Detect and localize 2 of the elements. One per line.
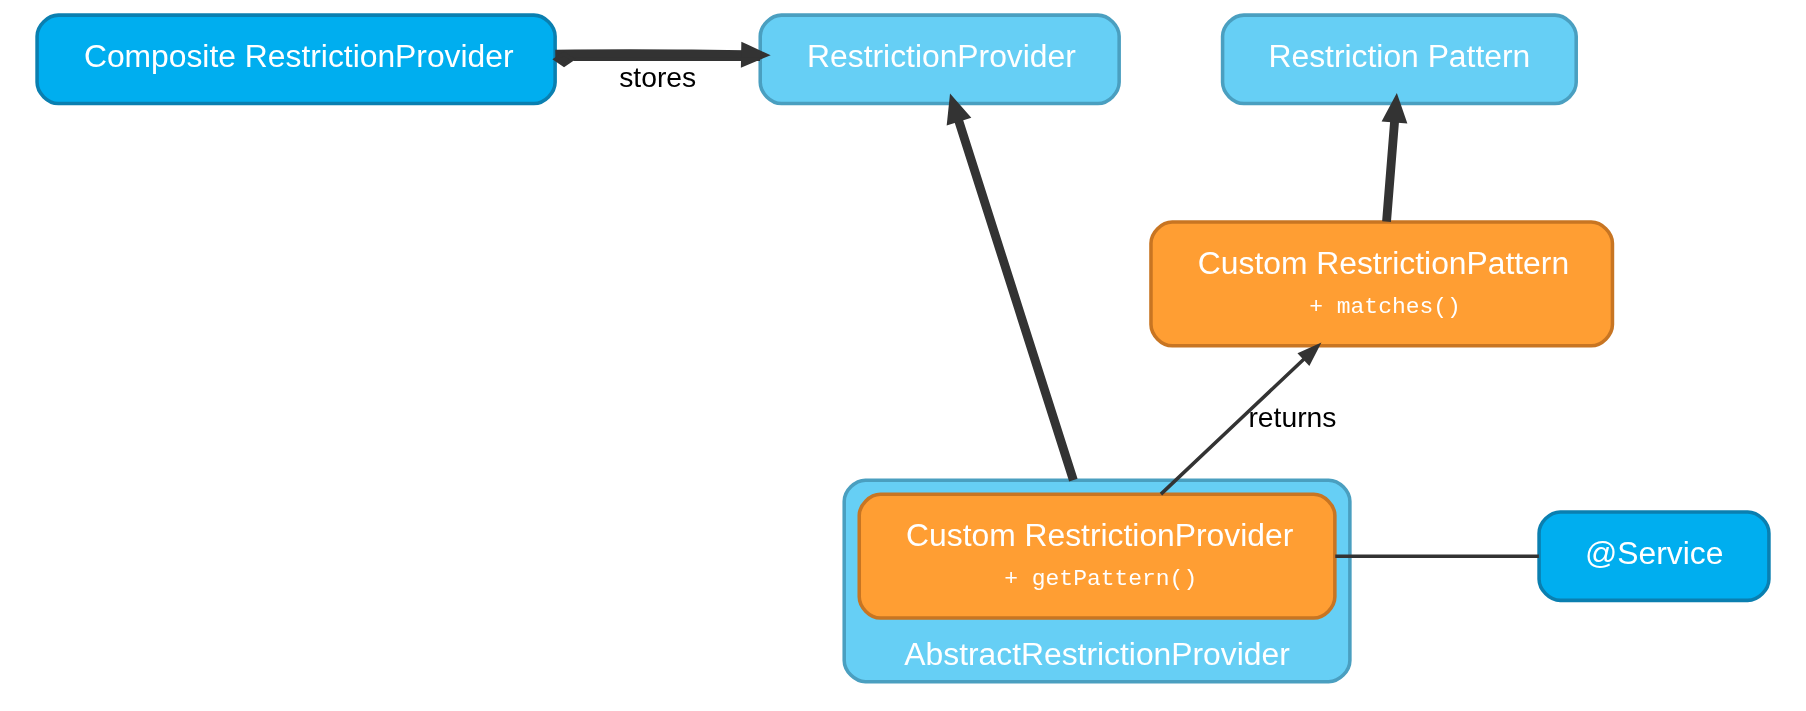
edge-label: stores — [619, 61, 697, 94]
edge-label: returns — [1248, 400, 1337, 433]
